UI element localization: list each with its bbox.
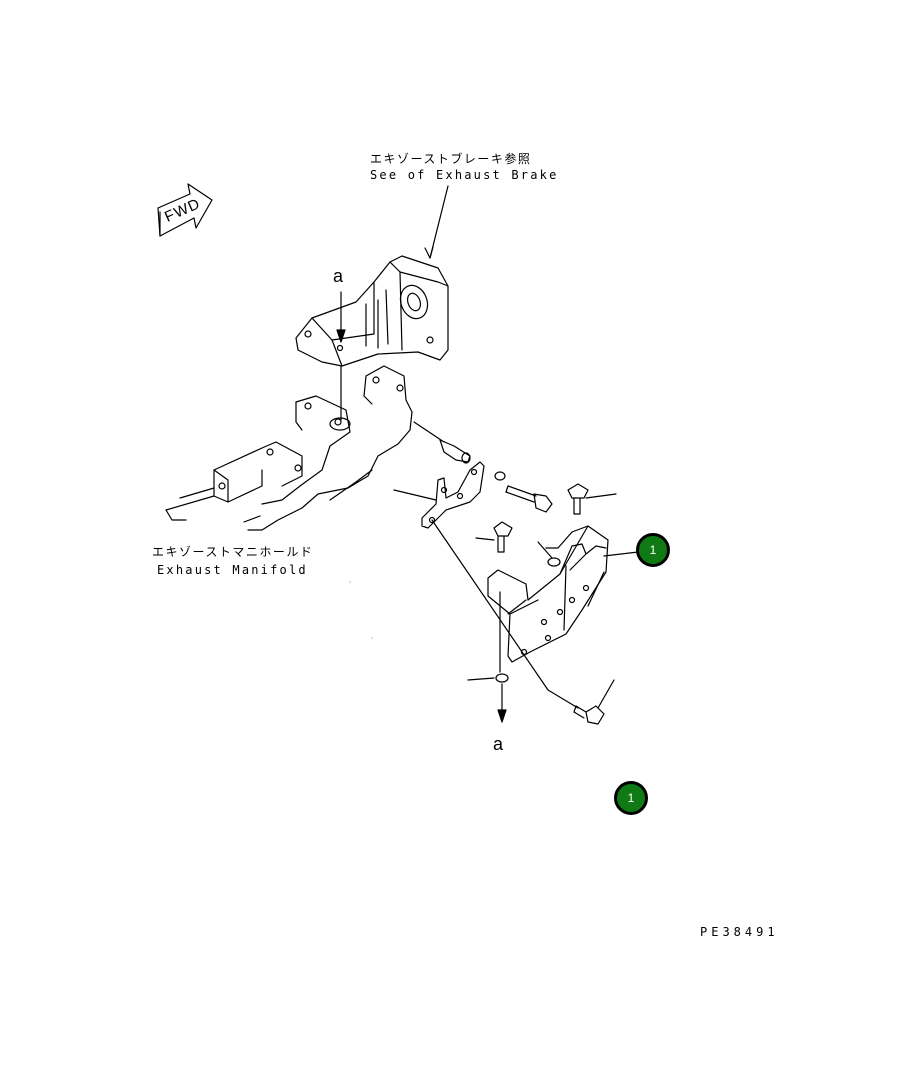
- exhaust-brake-label-jp: エキゾーストブレーキ参照: [370, 152, 532, 166]
- nut: [537, 541, 561, 567]
- flange-bolt-right: [567, 483, 617, 515]
- spacer: [413, 421, 471, 464]
- exhaust-manifold: [165, 365, 413, 531]
- exhaust-brake-bracket: [295, 255, 449, 367]
- exhaust-brake-label-en: See of Exhaust Brake: [370, 168, 559, 182]
- fwd-arrow: [157, 183, 213, 237]
- lower-bolt: [573, 679, 615, 725]
- long-bolt: [505, 485, 553, 513]
- lower-hardware: [467, 591, 509, 723]
- ref-label-top: a: [333, 266, 344, 286]
- main-bracket: [487, 525, 639, 663]
- ref-label-bottom: a: [493, 734, 504, 754]
- washer: [494, 471, 506, 481]
- flange-bolt-mid: [475, 521, 513, 553]
- plate-bolt-leader: [431, 519, 579, 709]
- callout-1-lower[interactable]: 1: [614, 781, 648, 815]
- manifold-label-jp: エキゾーストマニホールド: [152, 545, 314, 559]
- plate: [393, 461, 485, 529]
- exhaust-brake-leader: [429, 185, 449, 259]
- manifold-label-en: Exhaust Manifold: [157, 563, 308, 577]
- callout-1-upper[interactable]: 1: [636, 533, 670, 567]
- drawing-number: PE38491: [700, 925, 779, 939]
